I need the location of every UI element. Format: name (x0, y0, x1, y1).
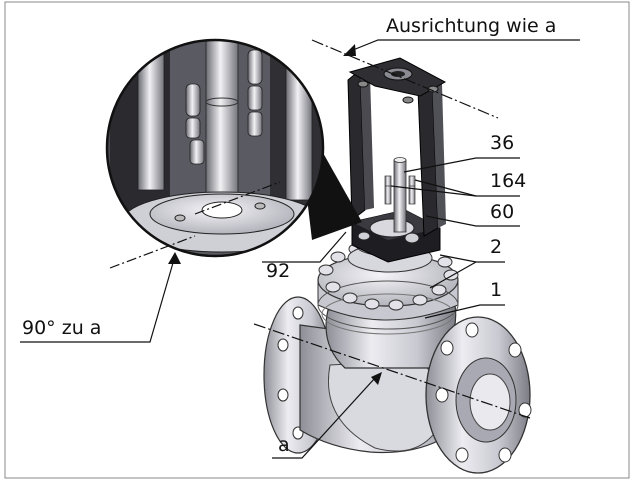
label-angle-note: 90° zu a (22, 317, 102, 339)
leader-lines (20, 39, 580, 459)
label-ref-a: a (278, 434, 290, 456)
label-orientation-note: Ausrichtung wie a (386, 15, 557, 37)
valve-stem (384, 157, 416, 233)
detail-magnifier (105, 38, 362, 269)
valve-body (263, 296, 532, 474)
label-part-92: 92 (266, 260, 291, 282)
center-lines (253, 39, 531, 419)
arrow-heads (168, 44, 382, 385)
label-part-164: 164 (490, 170, 527, 192)
label-part-36: 36 (490, 132, 515, 154)
yoke (347, 57, 447, 237)
label-part-2: 2 (490, 236, 503, 258)
label-part-1: 1 (490, 279, 503, 301)
label-part-60: 60 (490, 201, 515, 223)
frame-border (4, 1, 630, 479)
